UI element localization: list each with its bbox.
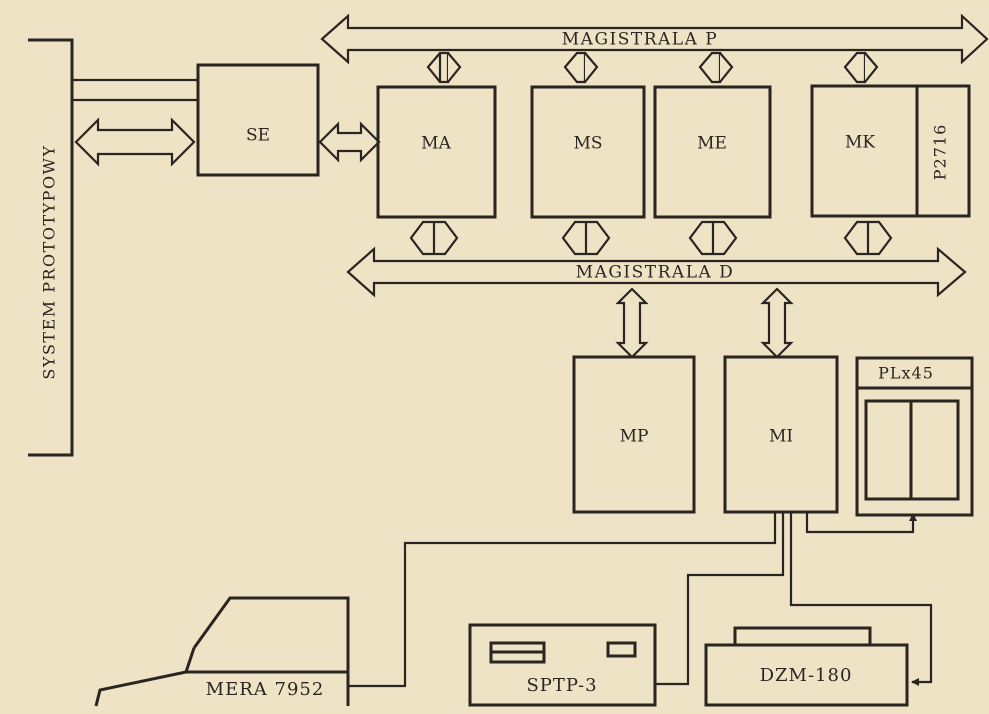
se-ma-arrow — [320, 124, 379, 160]
mi-mera-line — [349, 512, 775, 686]
bus-p-label: MAGISTRALA P — [562, 30, 718, 50]
bus-p-me-connector — [720, 53, 732, 82]
p2716-label: P2716 — [931, 124, 950, 180]
dzm-180-device: DZM-180 — [706, 628, 907, 705]
mera-keyboard-slope — [96, 672, 186, 706]
sptp-label: SPTP-3 — [526, 675, 597, 696]
system-label: SYSTEM PROTOTYPOWY — [40, 144, 59, 379]
mp-label: MP — [620, 427, 649, 447]
system-se-arrow — [76, 120, 194, 164]
mi-sptp-line — [655, 512, 783, 684]
plx45-label: PLx45 — [878, 364, 934, 383]
mi-module: MI — [725, 357, 837, 512]
bus-p-me-connector — [700, 53, 720, 82]
dzm-label: DZM-180 — [760, 665, 853, 686]
bus-p-mk-connector — [845, 53, 865, 82]
se-module: SE — [198, 65, 318, 175]
mera-7952-terminal: MERA 7952 — [96, 598, 348, 706]
bus-p-ms-connector — [565, 53, 585, 82]
mp-module: MP — [574, 357, 694, 512]
ma-module: MA — [378, 87, 495, 217]
me-label: ME — [697, 134, 727, 154]
bus-p: MAGISTRALA P — [322, 16, 987, 62]
mk-module: MK P2716 — [812, 86, 969, 216]
bus-d-connectors — [411, 222, 891, 254]
mi-dzm-line — [791, 512, 931, 682]
se-box — [198, 65, 318, 175]
dzm-top — [735, 628, 870, 645]
bus-d-mi-arrow — [763, 289, 791, 357]
mi-label: MI — [769, 427, 793, 447]
sptp-3-device: SPTP-3 — [470, 625, 655, 705]
bus-p-ma-connector — [428, 53, 448, 82]
system-prototypowy: SYSTEM PROTOTYPOWY — [28, 40, 72, 455]
mera-keyboard-top — [186, 648, 348, 672]
ms-label: MS — [573, 134, 602, 154]
bus-d-label: MAGISTRALA D — [576, 263, 735, 283]
mi-dzm-arrowhead — [911, 678, 919, 686]
bus-p-mk-connector — [865, 53, 877, 82]
mera-label: MERA 7952 — [206, 679, 325, 700]
ms-module: MS — [532, 87, 644, 217]
system-se-link — [72, 80, 198, 164]
mk-label: MK — [845, 133, 875, 153]
sptp-indicator — [608, 643, 635, 656]
bus-p-connectors — [428, 53, 877, 82]
me-module: ME — [655, 87, 770, 217]
plx45-module: PLx45 — [857, 358, 972, 515]
bus-p-ms-connector — [585, 53, 597, 82]
bus-d-mp-arrow — [618, 289, 646, 357]
ma-label: MA — [421, 134, 451, 154]
bus-d: MAGISTRALA D — [348, 249, 965, 295]
bus-d-mp-mi-links — [618, 289, 791, 357]
se-label: SE — [246, 126, 270, 146]
